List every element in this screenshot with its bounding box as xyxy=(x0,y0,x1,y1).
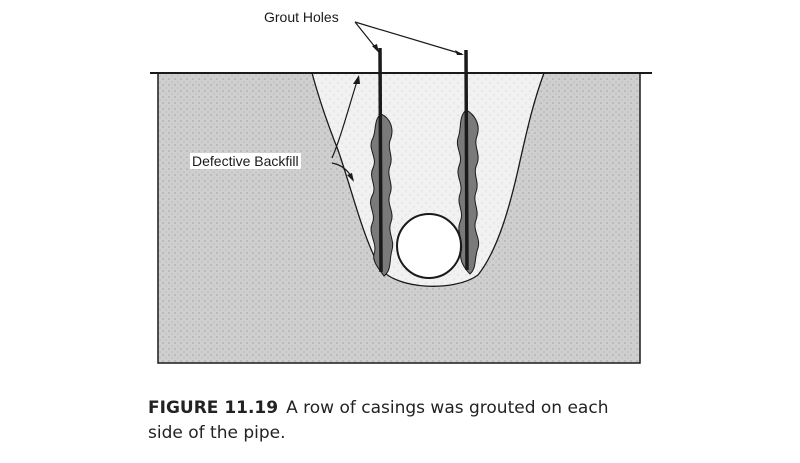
pipe xyxy=(396,213,462,279)
caption-text: A row of casings was grouted on each sid… xyxy=(148,398,609,443)
figure-number: FIGURE 11.19 xyxy=(148,398,279,418)
grout-column-right xyxy=(456,49,480,275)
defective-backfill-arrowhead-upper xyxy=(353,75,360,84)
grout-holes-label: Grout Holes xyxy=(264,9,339,25)
trench-backfill xyxy=(311,72,545,287)
casing-right xyxy=(464,49,469,271)
grout-holes-leader-right xyxy=(354,21,463,55)
defective-backfill-arrowhead-lower xyxy=(347,173,354,182)
casing-left xyxy=(378,47,383,273)
grout-column-left xyxy=(370,47,394,277)
grout-holes-arrowhead-left xyxy=(372,44,379,53)
defective-backfill-label: Defective Backfill xyxy=(190,153,301,169)
grout-holes-arrowhead-right xyxy=(455,50,464,55)
defective-backfill-leader-upper xyxy=(331,77,359,159)
